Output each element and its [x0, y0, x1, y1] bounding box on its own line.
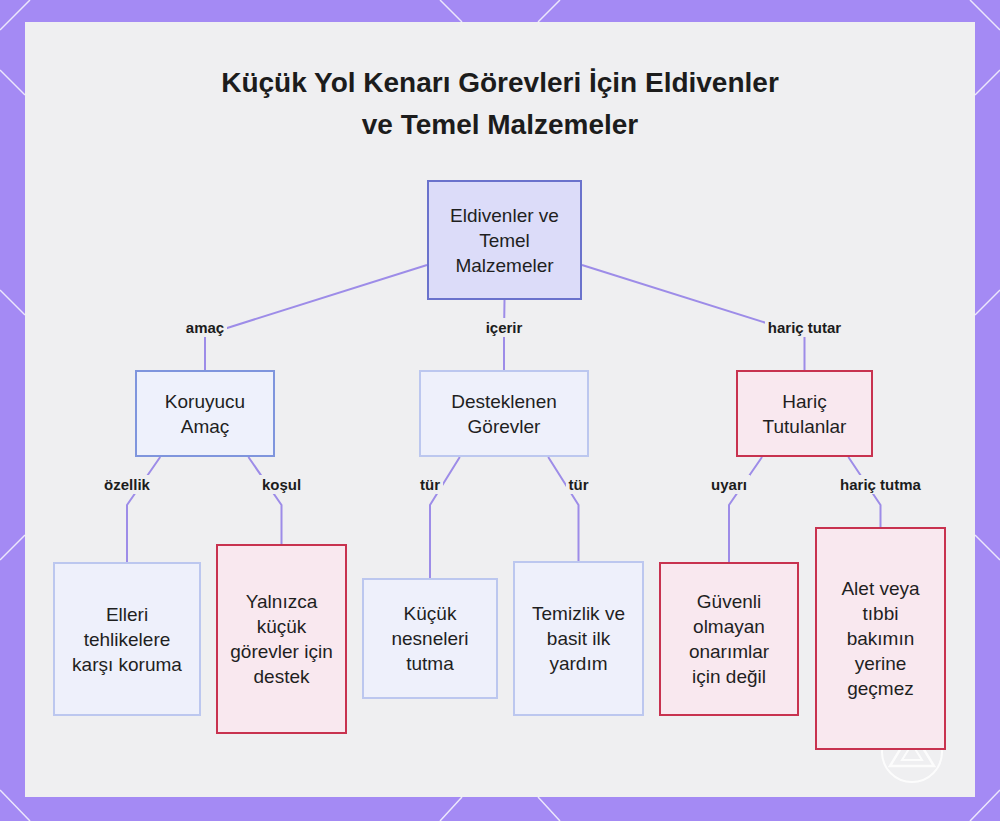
- node-text: Koruyucu Amaç: [149, 389, 261, 439]
- category-box: Koruyucu Amaç: [135, 370, 275, 457]
- connector-line: [548, 457, 578, 561]
- leaf-box: Temizlik ve basit ilk yardım: [513, 561, 644, 716]
- leaf-box: Güvenli olmayan onarımlar için değil: [659, 562, 799, 716]
- node-text: Desteklenen Görevler: [433, 389, 575, 439]
- node-text: Alet veya tıbbi bakımın yerine geçmez: [829, 576, 932, 701]
- connector-line: [205, 265, 427, 370]
- leaf-box: Küçük nesneleri tutma: [362, 578, 498, 699]
- category-box: Desteklenen Görevler: [419, 370, 589, 457]
- edge-label: özellik: [101, 475, 153, 494]
- edge-label: koşul: [259, 475, 304, 494]
- edge-label: hariç tutma: [837, 475, 924, 494]
- edge-label: tür: [417, 475, 443, 494]
- edge-label: amaç: [183, 318, 227, 337]
- node-text: Temizlik ve basit ilk yardım: [527, 601, 630, 676]
- node-text: Hariç Tutulanlar: [750, 389, 859, 439]
- leaf-box: Elleri tehlikelere karşı koruma: [53, 562, 201, 716]
- node-text: Eldivenler ve Temel Malzemeler: [441, 203, 568, 278]
- diagram-title: Küçük Yol Kenarı Görevleri İçin Eldivenl…: [220, 62, 780, 146]
- node-text: Elleri tehlikelere karşı koruma: [67, 602, 187, 677]
- edge-label: tür: [566, 475, 592, 494]
- node-text: Yalnızca küçük görevler için destek: [230, 589, 333, 689]
- panel-ground: [25, 22, 975, 797]
- connector-line: [127, 457, 160, 562]
- edge-label: içerir: [483, 318, 526, 337]
- leaf-box: Yalnızca küçük görevler için destek: [216, 544, 347, 734]
- leaf-box: Alet veya tıbbi bakımın yerine geçmez: [815, 527, 946, 750]
- node-text: Küçük nesneleri tutma: [376, 601, 484, 676]
- root-box: Eldivenler ve Temel Malzemeler: [427, 180, 582, 300]
- edge-label: uyarı: [708, 475, 750, 494]
- category-box: Hariç Tutulanlar: [736, 370, 873, 457]
- connector-line: [248, 457, 281, 544]
- connector-line: [729, 457, 762, 562]
- node-text: Güvenli olmayan onarımlar için değil: [673, 589, 785, 689]
- edge-label: hariç tutar: [765, 318, 844, 337]
